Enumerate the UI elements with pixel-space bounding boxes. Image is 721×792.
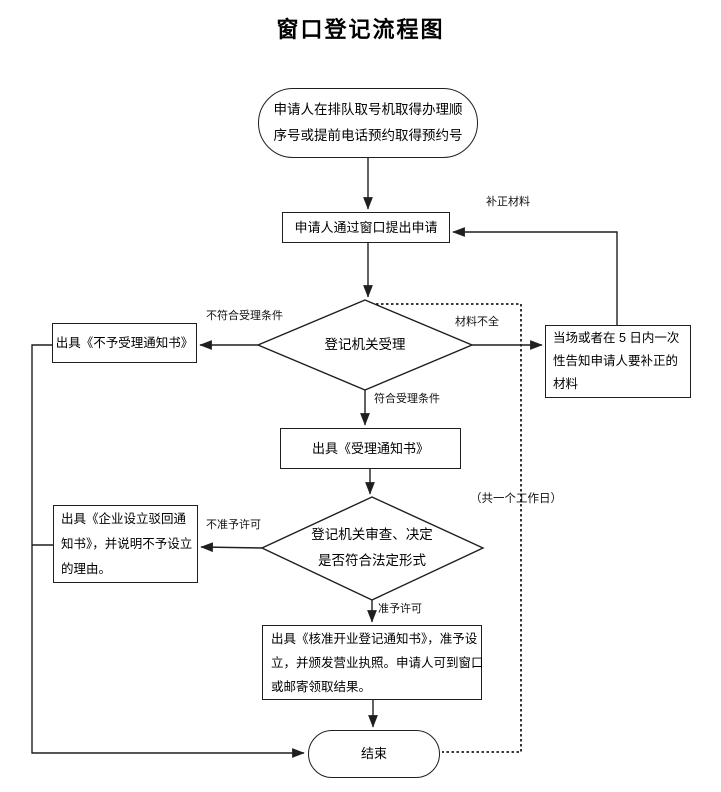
- edge-label-not-approved: 不准予许可: [206, 519, 261, 531]
- node-reject-notice: 出具《不予受理通知书》: [52, 323, 197, 363]
- edge-label-qualified: 符合受理条件: [374, 393, 440, 405]
- node-apply: 申请人通过窗口提出申请: [282, 212, 450, 243]
- dotted-duration-path: [371, 303, 522, 753]
- edge-decision2-reject: [200, 542, 263, 553]
- page-title: 窗口登记流程图: [276, 17, 445, 42]
- edge-label-not-qualified: 不符合受理条件: [206, 310, 283, 322]
- node-decision2-label: 登记机关审查、决定 是否符合法定形式: [311, 527, 433, 568]
- node-reject-setup: 出具《企业设立驳回通 知书》，并说明不予设立 的理由。: [53, 505, 198, 583]
- decision2-diamond: [260, 496, 485, 601]
- decision1-diamond: [256, 299, 474, 391]
- node-decision1-label: 登记机关受理: [324, 337, 406, 352]
- edge-label-materials-incomplete: 材料不全: [455, 316, 499, 328]
- node-supplement-info: 当场或者在 5 日内一次 性告知申请人要补正的 材料: [545, 325, 691, 398]
- node-approve: 出具《核准开业登记通知书》，准予设 立，并颁发营业执照。申请人可到窗口 或邮寄领…: [262, 625, 484, 700]
- edge-label-duration-note: （共一个工作日）: [470, 493, 562, 505]
- node-accept-notice: 出具《受理通知书》: [280, 428, 461, 469]
- edge-label-approved: 准予许可: [378, 603, 422, 615]
- edge-rail-end: [31, 344, 305, 758]
- edge-supplement-apply: [452, 227, 618, 325]
- edge-label-supplement-materials: 补正材料: [486, 196, 530, 208]
- node-start: 申请人在排队取号机取得办理顺 序号或提前电话预约取得预约号: [258, 88, 478, 158]
- node-end: 结束: [308, 730, 440, 778]
